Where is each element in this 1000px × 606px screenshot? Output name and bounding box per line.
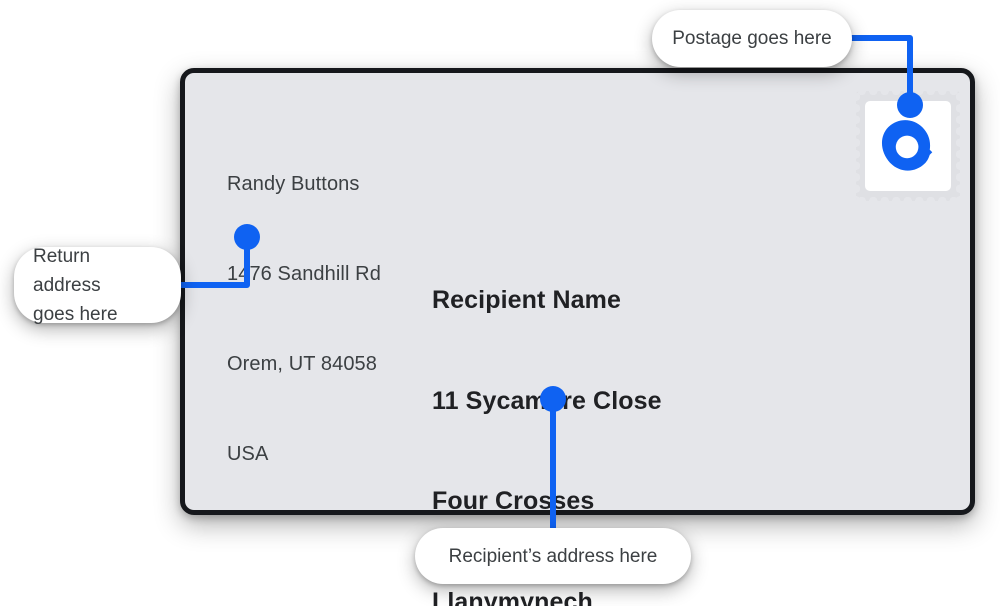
callout-return-address: Return address goes here xyxy=(14,246,181,325)
postage-stamp xyxy=(856,91,960,201)
return-address-line-1: Randy Buttons xyxy=(227,173,360,195)
location-pin-logo-icon xyxy=(882,120,933,171)
return-address-line-2: 1476 Sandhill Rd xyxy=(227,263,381,285)
recipient-address-line-4: Llanymynech xyxy=(432,587,593,606)
recipient-address-line-3: Four Crosses xyxy=(432,487,595,515)
callout-recipient-address: Recipient’s address here xyxy=(415,528,691,584)
envelope: Randy Buttons 1476 Sandhill Rd Orem, UT … xyxy=(180,68,975,606)
return-address-line-3: Orem, UT 84058 xyxy=(227,353,377,375)
callout-postage-label: Postage goes here xyxy=(672,28,832,49)
recipient-address-line-2: 11 Sycamore Close xyxy=(432,386,662,415)
recipient-address-line-1: Recipient Name xyxy=(432,286,621,314)
callout-return-address-label: Return address goes here xyxy=(33,245,118,325)
callout-recipient-address-label: Recipient’s address here xyxy=(448,545,658,567)
return-address-block: Randy Buttons 1476 Sandhill Rd Orem, UT … xyxy=(227,109,381,529)
callout-postage: Postage goes here xyxy=(652,10,852,67)
return-address-line-4: USA xyxy=(227,443,269,465)
stamp-face xyxy=(865,101,951,191)
